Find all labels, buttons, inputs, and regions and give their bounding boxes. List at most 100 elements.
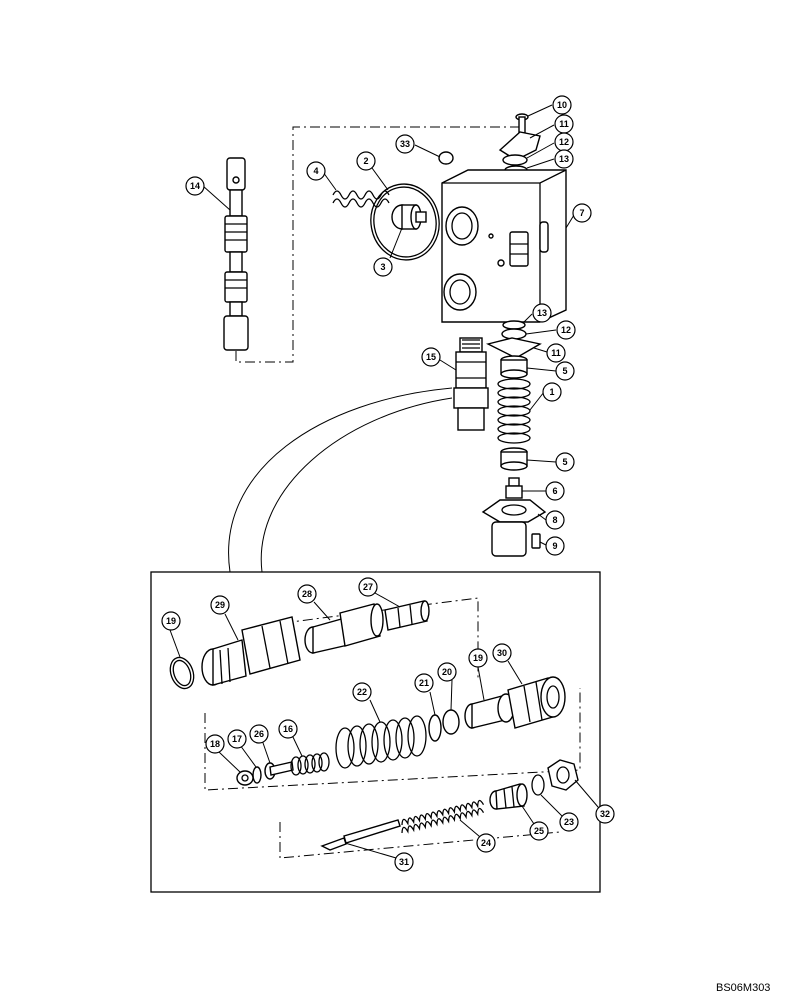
callout-5-upper-label: 5	[562, 366, 567, 376]
bolt-part-26	[264, 761, 294, 780]
detail-dashed-line-middle	[204, 688, 581, 791]
callout-30-label: 30	[497, 648, 507, 658]
nut-part-18-hole	[241, 774, 249, 782]
callout-14-label: 14	[190, 181, 200, 191]
callout-17: 17	[227, 729, 247, 749]
callout-5-lower: 5	[555, 452, 575, 472]
callout-28-label: 28	[302, 589, 312, 599]
callout-27: 27	[358, 577, 378, 597]
callout-12-top: 12	[554, 132, 574, 152]
callout-19-right: 19	[468, 648, 488, 668]
o-ring-part-19	[169, 656, 195, 690]
callout-21: 21	[414, 673, 434, 693]
callout-18: 18	[205, 734, 225, 754]
callout-8: 8	[545, 510, 565, 530]
spring-seat-part-5-lower	[500, 447, 528, 471]
callout-6: 6	[545, 481, 565, 501]
callout-32-label: 32	[600, 809, 610, 819]
callout-11-top: 11	[554, 114, 574, 134]
callout-23: 23	[559, 812, 579, 832]
callout-2: 2	[356, 151, 376, 171]
callout-13-top: 13	[554, 149, 574, 169]
top-washer-part-12	[502, 154, 528, 166]
callout-15: 15	[421, 347, 441, 367]
callout-2-label: 2	[363, 156, 368, 166]
callout-13-top-label: 13	[559, 154, 569, 164]
callout-6-label: 6	[552, 486, 557, 496]
housing-part-29	[201, 616, 301, 686]
callout-29-label: 29	[215, 600, 225, 610]
callout-29: 29	[210, 595, 230, 615]
cap-nut-part-32	[547, 759, 579, 791]
callout-7: 7	[572, 203, 592, 223]
callout-21-label: 21	[419, 678, 429, 688]
callout-11-top-label: 11	[559, 119, 569, 129]
callout-5-upper: 5	[555, 361, 575, 381]
main-spring-part-1	[497, 378, 531, 444]
spring-seat-part-5-upper	[500, 355, 528, 379]
callout-11-bottom-label: 11	[551, 348, 561, 358]
detail-dashed-line-lower	[279, 822, 561, 859]
plunger-part-25	[489, 783, 528, 810]
callout-20-label: 20	[442, 667, 452, 677]
top-cap-screw-part-10	[515, 113, 529, 134]
spool-link-dashed-line	[235, 126, 520, 363]
callout-18-label: 18	[210, 739, 220, 749]
end-cap-part-8	[481, 499, 547, 557]
callout-28: 28	[297, 584, 317, 604]
callout-19-left-label: 19	[166, 616, 176, 626]
shim-part-21	[428, 714, 442, 742]
callout-5-lower-label: 5	[562, 457, 567, 467]
callout-13-bottom: 13	[532, 303, 552, 323]
callout-10: 10	[552, 95, 572, 115]
set-screw-part-9	[531, 533, 541, 549]
small-spring-part-16	[290, 752, 330, 776]
callout-27-label: 27	[363, 582, 373, 592]
callout-10-label: 10	[557, 100, 567, 110]
valve-spool-part-14	[223, 157, 249, 351]
callout-32: 32	[595, 804, 615, 824]
callout-24-label: 24	[481, 838, 491, 848]
callout-3-label: 3	[380, 262, 385, 272]
callout-31-label: 31	[399, 857, 409, 867]
callout-22: 22	[352, 682, 372, 702]
o-ring-part-19-inner	[172, 659, 192, 687]
callout-12-bottom-label: 12	[561, 325, 571, 335]
valve-body-part-7	[441, 169, 567, 323]
callout-19-right-label: 19	[473, 653, 483, 663]
bottom-washer-part-12	[501, 328, 527, 340]
callout-7-label: 7	[579, 208, 584, 218]
nut-part-18	[236, 770, 254, 786]
callout-3: 3	[373, 257, 393, 277]
detail-leader-curve-inner	[260, 397, 453, 573]
piston-part-28	[304, 603, 384, 654]
callout-20: 20	[437, 662, 457, 682]
callout-13-bottom-label: 13	[537, 308, 547, 318]
callout-30: 30	[492, 643, 512, 663]
callout-1: 1	[542, 382, 562, 402]
bottom-plate-part-11	[485, 337, 542, 359]
callout-16: 16	[278, 719, 298, 739]
adjuster-part-6	[505, 477, 523, 499]
washer-part-17	[252, 766, 262, 784]
relief-valve-part-15	[453, 337, 489, 431]
callout-26-label: 26	[254, 729, 264, 739]
callout-11-bottom: 11	[546, 343, 566, 363]
o-ring-part-2	[370, 183, 440, 261]
pin-part-31	[320, 819, 401, 851]
callout-23-label: 23	[564, 817, 574, 827]
callout-12-bottom: 12	[556, 320, 576, 340]
callout-33: 33	[395, 134, 415, 154]
detail-leader-curve-outer	[228, 387, 453, 573]
spring-part-4	[332, 190, 390, 208]
callout-33-label: 33	[400, 139, 410, 149]
long-spring-part-24	[401, 799, 485, 834]
plug-part-3	[391, 204, 427, 230]
callout-1-label: 1	[549, 387, 554, 397]
poppet-part-27	[384, 600, 430, 631]
callout-26: 26	[249, 724, 269, 744]
callout-14: 14	[185, 176, 205, 196]
callout-9-label: 9	[552, 541, 557, 551]
callout-25: 25	[529, 821, 549, 841]
